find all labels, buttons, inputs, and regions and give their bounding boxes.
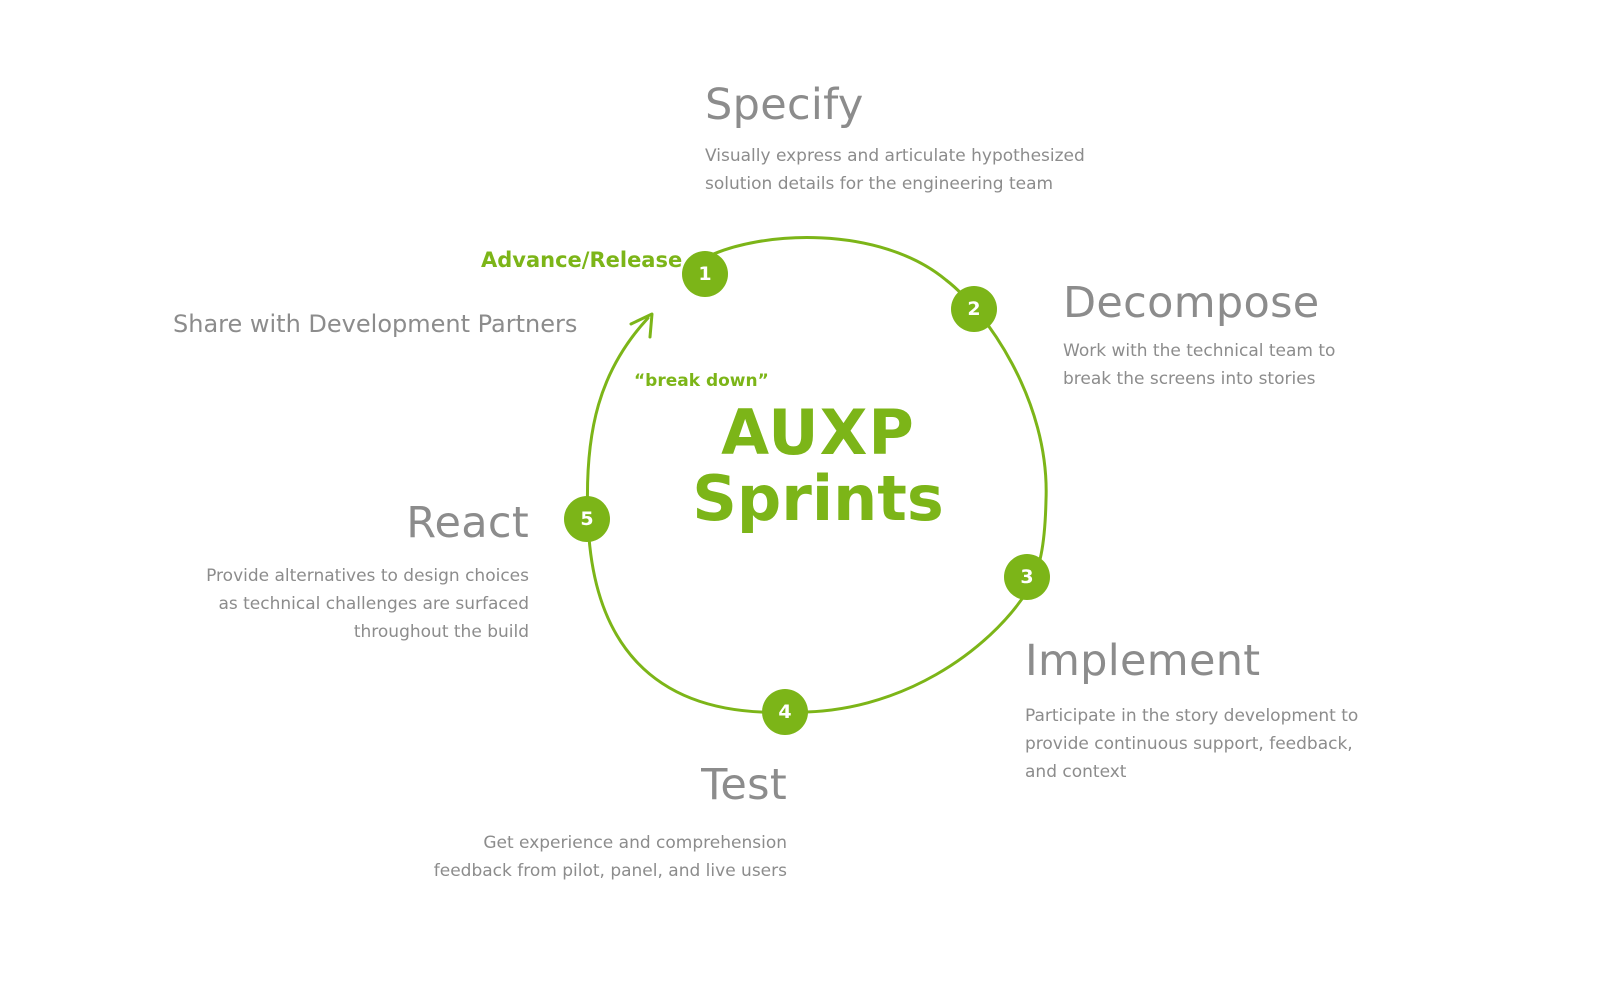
stage-3-description: Participate in the story development to … [1025, 706, 1359, 782]
stage-4-node: 4 [762, 689, 808, 735]
stage-1-description: Visually express and articulate hypothes… [705, 146, 1085, 194]
arrowhead [629, 312, 654, 339]
stage-2-description: Work with the technical team to break th… [1063, 341, 1336, 389]
stage-1-node: 1 [682, 251, 728, 297]
stage-2-title: Decompose [1063, 278, 1320, 328]
stage-5-node: 5 [564, 496, 610, 542]
break-down-label: “break down” [634, 371, 769, 391]
advance-release-label: Advance/Release [481, 248, 683, 272]
stage-4-description: Get experience and comprehension feedbac… [433, 833, 787, 881]
center-title-line1: AUXP [721, 396, 915, 469]
center-title-line2: Sprints [692, 462, 944, 535]
stage-2-node: 2 [951, 286, 997, 332]
stage-5-description: Provide alternatives to design choices a… [206, 566, 529, 642]
share-label: Share with Development Partners [173, 310, 578, 338]
stage-3-title: Implement [1025, 636, 1261, 686]
stage-4-title: Test [701, 760, 787, 810]
stage-3-node: 3 [1004, 554, 1050, 600]
center-title: AUXP Sprints [618, 400, 1018, 532]
stage-1-title: Specify [705, 80, 864, 130]
stage-5-title: React [406, 498, 529, 548]
